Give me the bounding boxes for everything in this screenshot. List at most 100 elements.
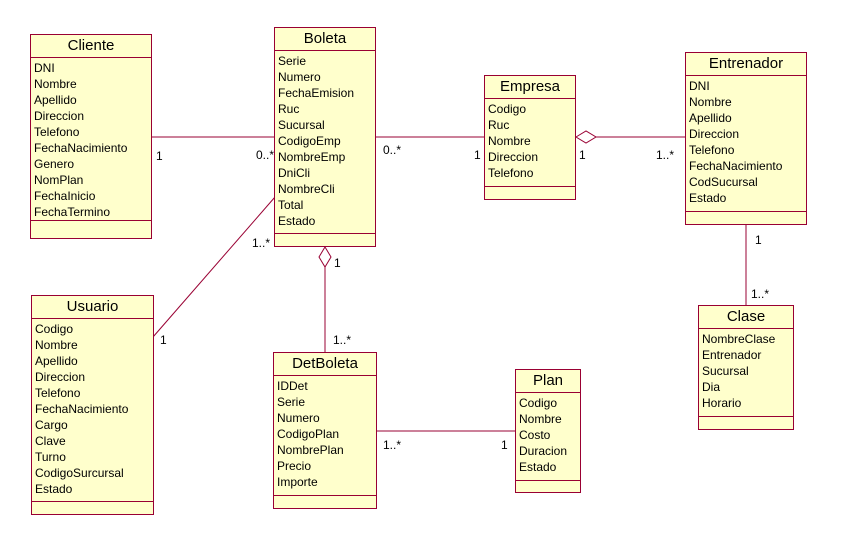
class-detboleta[interactable]: DetBoleta IDDet Serie Numero CodigoPlan …: [273, 352, 377, 509]
class-clase-name: Clase: [699, 306, 793, 329]
attribute: Codigo: [519, 396, 558, 410]
attribute: Numero: [277, 411, 320, 425]
attribute: CodSucursal: [689, 175, 758, 189]
class-plan-name: Plan: [516, 370, 580, 393]
attribute: Dia: [702, 380, 721, 394]
attribute: NombreClase: [702, 332, 776, 346]
class-detboleta-attributes: IDDet Serie Numero CodigoPlan NombrePlan…: [274, 376, 376, 496]
attribute: FechaEmision: [278, 86, 355, 100]
class-usuario-attributes: Codigo Nombre Apellido Direccion Telefon…: [32, 319, 153, 502]
class-boleta-name: Boleta: [275, 28, 375, 51]
class-boleta[interactable]: Boleta Serie Numero FechaEmision Ruc Suc…: [274, 27, 376, 247]
class-plan-attributes: Codigo Nombre Costo Duracion Estado: [516, 393, 580, 481]
multiplicity-cliente-boleta-from: 1: [156, 149, 163, 163]
class-clase-attributes: NombreClase Entrenador Sucursal Dia Hora…: [699, 329, 793, 417]
class-cliente-attributes: DNI Nombre Apellido Direccion Telefono F…: [31, 58, 151, 221]
multiplicity-usuario-boleta-to: 1..*: [252, 236, 271, 250]
attribute: DNI: [689, 79, 710, 93]
multiplicity-empresa-entrenador-to: 1..*: [656, 148, 675, 162]
attribute: NombreEmp: [278, 150, 346, 164]
attribute: Direccion: [488, 150, 539, 164]
attribute: Codigo: [35, 322, 74, 336]
attribute: Ruc: [278, 102, 300, 116]
attribute: Codigo: [488, 102, 527, 116]
attribute: FechaNacimiento: [34, 141, 128, 155]
attribute: Nombre: [488, 134, 531, 148]
attribute: Ruc: [488, 118, 510, 132]
attribute: IDDet: [277, 379, 308, 393]
aggregation-diamond-empresa: [575, 130, 597, 144]
class-entrenador[interactable]: Entrenador DNI Nombre Apellido Direccion…: [685, 52, 807, 225]
attribute: Total: [278, 198, 304, 212]
attribute: Apellido: [35, 354, 78, 368]
attribute: CodigoEmp: [278, 134, 341, 148]
multiplicity-boleta-empresa-from: 0..*: [383, 143, 402, 157]
aggregation-diamond-boleta: [318, 246, 332, 268]
multiplicity-boleta-detboleta-to: 1..*: [333, 333, 352, 347]
attribute: DniCli: [278, 166, 311, 180]
attribute: CodigoPlan: [277, 427, 340, 441]
attribute: Nombre: [519, 412, 562, 426]
attribute: NomPlan: [34, 173, 84, 187]
multiplicity-entrenador-clase-from: 1: [755, 233, 762, 247]
attribute: Telefono: [35, 386, 81, 400]
assoc-usuario-boleta: [152, 196, 276, 338]
attribute: FechaTermino: [34, 205, 111, 219]
attribute: Apellido: [34, 93, 77, 107]
multiplicity-cliente-boleta-to: 0..*: [256, 148, 275, 162]
attribute: Nombre: [34, 77, 77, 91]
multiplicity-usuario-boleta-from: 1: [160, 333, 167, 347]
class-boleta-attributes: Serie Numero FechaEmision Ruc Sucursal C…: [275, 51, 375, 234]
attribute: Sucursal: [702, 364, 749, 378]
attribute: Genero: [34, 157, 75, 171]
attribute: Telefono: [34, 125, 80, 139]
attribute: Horario: [702, 396, 742, 410]
attribute: DNI: [34, 61, 55, 75]
multiplicity-empresa-entrenador-from: 1: [579, 148, 586, 162]
attribute: Clave: [35, 434, 66, 448]
attribute: FechaNacimiento: [689, 159, 783, 173]
attribute: FechaNacimiento: [35, 402, 129, 416]
class-empresa-attributes: Codigo Ruc Nombre Direccion Telefono: [485, 99, 575, 187]
attribute: FechaInicio: [34, 189, 96, 203]
attribute: Estado: [278, 214, 316, 228]
class-cliente[interactable]: Cliente DNI Nombre Apellido Direccion Te…: [30, 34, 152, 239]
attribute: Sucursal: [278, 118, 325, 132]
class-entrenador-attributes: DNI Nombre Apellido Direccion Telefono F…: [686, 76, 806, 212]
attribute: Importe: [277, 475, 318, 489]
attribute: CodigoSurcursal: [35, 466, 124, 480]
attribute: Turno: [35, 450, 66, 464]
class-clase[interactable]: Clase NombreClase Entrenador Sucursal Di…: [698, 305, 794, 430]
attribute: Numero: [278, 70, 321, 84]
attribute: Estado: [519, 460, 557, 474]
attribute: Nombre: [689, 95, 732, 109]
class-empresa-name: Empresa: [485, 76, 575, 99]
attribute: Estado: [689, 191, 727, 205]
multiplicity-boleta-detboleta-from: 1: [334, 256, 341, 270]
multiplicity-entrenador-clase-to: 1..*: [751, 287, 770, 301]
multiplicity-detboleta-plan-from: 1..*: [383, 438, 402, 452]
attribute: Duracion: [519, 444, 568, 458]
attribute: Precio: [277, 459, 312, 473]
attribute: Direccion: [689, 127, 740, 141]
class-usuario-name: Usuario: [32, 296, 153, 319]
class-entrenador-name: Entrenador: [686, 53, 806, 76]
attribute: NombrePlan: [277, 443, 344, 457]
attribute: Estado: [35, 482, 73, 496]
class-plan[interactable]: Plan Codigo Nombre Costo Duracion Estado: [515, 369, 581, 493]
class-usuario[interactable]: Usuario Codigo Nombre Apellido Direccion…: [31, 295, 154, 515]
attribute: Direccion: [34, 109, 85, 123]
attribute: Telefono: [488, 166, 534, 180]
attribute: Serie: [278, 54, 307, 68]
class-empresa[interactable]: Empresa Codigo Ruc Nombre Direccion Tele…: [484, 75, 576, 200]
multiplicity-boleta-empresa-to: 1: [474, 148, 481, 162]
attribute: Entrenador: [702, 348, 762, 362]
attribute: Direccion: [35, 370, 86, 384]
attribute: Serie: [277, 395, 306, 409]
multiplicity-detboleta-plan-to: 1: [501, 438, 508, 452]
attribute: Cargo: [35, 418, 68, 432]
class-cliente-name: Cliente: [31, 35, 151, 58]
attribute: Apellido: [689, 111, 732, 125]
attribute: Telefono: [689, 143, 735, 157]
